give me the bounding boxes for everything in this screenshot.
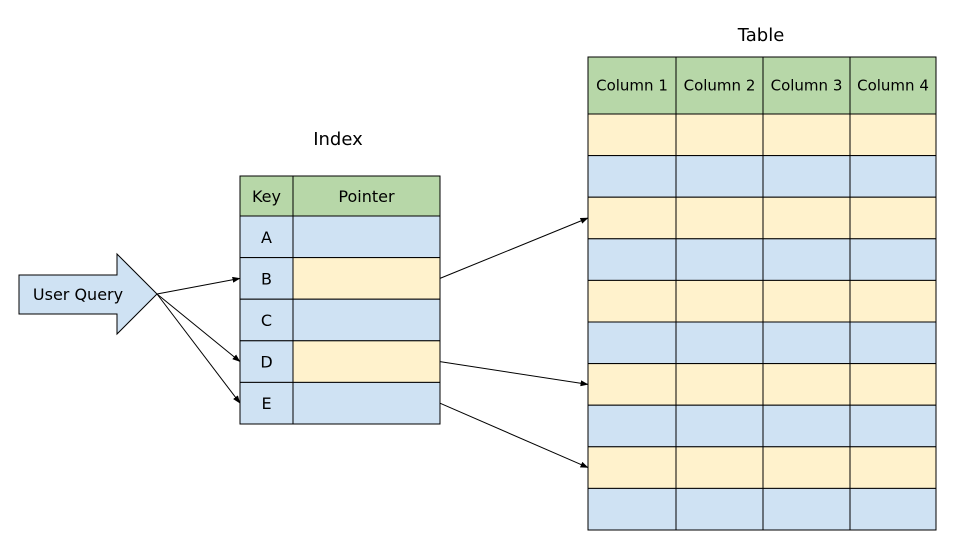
table-row-cell [762, 155, 851, 198]
index-key-label: B [261, 269, 272, 288]
table-row-cell [675, 487, 764, 531]
table-header-cell [675, 56, 764, 115]
table-row-cell [675, 404, 764, 448]
index-header-pointer-cell [292, 175, 441, 217]
table-row-cell [762, 363, 851, 406]
table-row-cell [587, 196, 677, 240]
table-row-cell [675, 321, 764, 365]
table-row-cell [675, 446, 764, 489]
table-row-cell [587, 363, 677, 406]
index-key-cell [239, 257, 294, 300]
table-column-header: Column 4 [857, 77, 929, 95]
index-header-key: Key [252, 187, 281, 206]
table-column-header: Column 2 [684, 77, 756, 95]
table-row-cell [849, 404, 937, 448]
user-query-label: User Query [33, 285, 123, 304]
table-row-cell [849, 238, 937, 281]
index-key-label: C [261, 311, 272, 330]
table-column-header: Column 1 [596, 77, 668, 95]
index-key-cell [239, 340, 294, 383]
table-header-cell [849, 56, 937, 115]
table-row-cell [762, 404, 851, 448]
table-row-cell [849, 363, 937, 406]
index-pointer-cell [292, 381, 441, 425]
table-row-cell [849, 113, 937, 157]
index-pointer-cell [292, 298, 441, 342]
index-pointer-cell [292, 340, 441, 383]
table-row-cell [849, 196, 937, 240]
table-row-cell [675, 238, 764, 281]
table-row-cell [675, 155, 764, 198]
table-row-cell [849, 279, 937, 323]
table-row-cell [587, 279, 677, 323]
table-column-header: Column 3 [771, 77, 843, 95]
index-title: Index [313, 129, 363, 150]
table-row-cell [587, 238, 677, 281]
table-row-cell [587, 155, 677, 198]
table-row-cell [762, 446, 851, 489]
key-to-row-arrow [439, 361, 589, 387]
table-row-cell [587, 113, 677, 157]
table-row-cell [675, 196, 764, 240]
pointer-arrows [156, 217, 589, 469]
table-row-cell [849, 155, 937, 198]
table-row-cell [587, 404, 677, 448]
key-to-row-arrow [439, 217, 589, 279]
query-to-key-arrow [156, 293, 241, 404]
table-row-cell [762, 487, 851, 531]
index-key-label: E [261, 394, 271, 413]
table-title: Table [737, 25, 785, 46]
table-row-cell [849, 487, 937, 531]
table-row-cell [762, 238, 851, 281]
key-to-row-arrow [439, 402, 589, 469]
index-key-label: A [261, 228, 272, 247]
query-to-key-arrow [156, 276, 241, 295]
index-key-cell [239, 381, 294, 425]
table-row-cell [762, 321, 851, 365]
user-query-arrow: User Query [18, 252, 158, 336]
table-row-cell [762, 113, 851, 157]
table-row-cell [675, 113, 764, 157]
query-to-key-arrow [156, 293, 241, 362]
table-row-cell [849, 446, 937, 489]
table-row-cell [587, 446, 677, 489]
table-row-cell [762, 196, 851, 240]
table-row-cell [675, 279, 764, 323]
index-pointer-cell [292, 257, 441, 300]
index-header-pointer: Pointer [338, 187, 395, 206]
table-header-cell [587, 56, 677, 115]
index-key-cell [239, 215, 294, 259]
data-table: Column 1 Column 2 Column 3 Column 4 [587, 56, 937, 531]
table-row-cell [762, 279, 851, 323]
index-key-label: D [260, 353, 272, 372]
table-row-cell [587, 321, 677, 365]
index-pointer-cell [292, 215, 441, 259]
table-row-cell [587, 487, 677, 531]
index-header-key-cell [239, 175, 294, 217]
table-row-cell [675, 363, 764, 406]
table-row-cell [849, 321, 937, 365]
